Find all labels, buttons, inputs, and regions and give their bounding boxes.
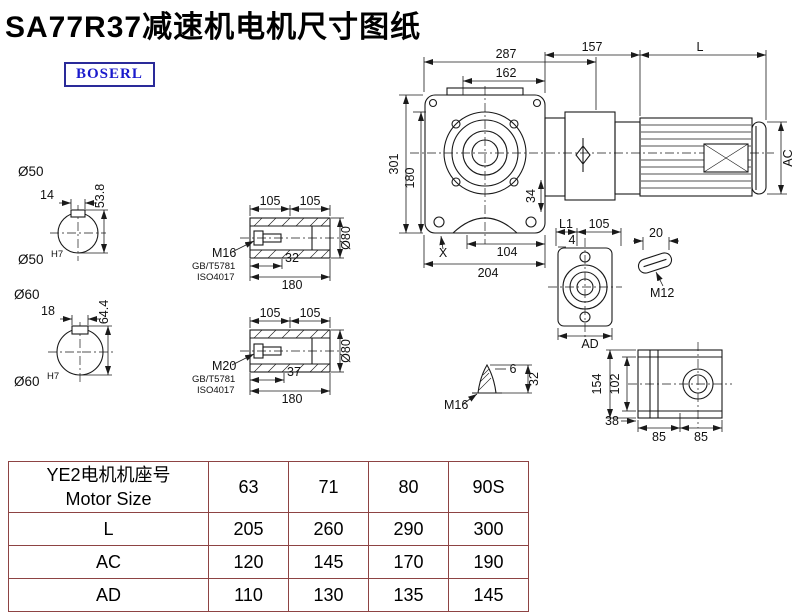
m16-dim-105b: 105 bbox=[300, 194, 321, 208]
table-row-L: L 205 260 290 300 bbox=[8, 512, 529, 546]
m20-dim-105b: 105 bbox=[300, 306, 321, 320]
cell-AC-90s: 190 bbox=[448, 545, 529, 579]
row-label-AC: AC bbox=[8, 545, 209, 579]
dim-162: 162 bbox=[496, 66, 517, 80]
cell-AD-80: 135 bbox=[368, 578, 449, 612]
dim-157: 157 bbox=[582, 40, 603, 54]
foot-dim-38: 38 bbox=[605, 414, 619, 428]
key-dim-20: 20 bbox=[649, 226, 663, 240]
shaft50-bore-tolerance: H7 bbox=[51, 249, 63, 260]
shaft60-key-height: 64.4 bbox=[97, 300, 111, 324]
main-assembly-view: 287 162 157 L 301 180 34 X 104 204 bbox=[387, 40, 795, 280]
m20-thread-label: M20 bbox=[212, 359, 236, 373]
dim-180-vertical: 180 bbox=[403, 168, 417, 189]
flange-dim-L1: L1 bbox=[559, 217, 573, 231]
cell-AC-63: 120 bbox=[208, 545, 289, 579]
hollow-shaft-view-m20: 105 105 M20 GB/T5781 ISO4017 37 180 Ø80 bbox=[192, 306, 353, 406]
m16-thread-depth: 32 bbox=[285, 251, 299, 265]
table-header-en: Motor Size bbox=[65, 489, 152, 509]
page-title: SA77R37减速机电机尺寸图纸 bbox=[5, 11, 422, 44]
foot-dim-85a: 85 bbox=[652, 430, 666, 444]
m20-dim-105a: 105 bbox=[260, 306, 281, 320]
m20-diameter: Ø80 bbox=[339, 339, 353, 363]
table-header-cell: YE2电机机座号 Motor Size bbox=[8, 461, 209, 513]
plug-thread-label: M16 bbox=[444, 398, 468, 412]
flange-dim-4: 4 bbox=[569, 233, 576, 247]
table-row-AD: AD 110 130 135 145 bbox=[8, 578, 529, 612]
shaft50-diameter-label: Ø50 bbox=[18, 164, 44, 179]
dim-104: 104 bbox=[497, 245, 518, 259]
table-size-90s: 90S bbox=[448, 461, 529, 513]
table-size-80: 80 bbox=[368, 461, 449, 513]
m20-standard-2: ISO4017 bbox=[197, 385, 235, 396]
row-label-L: L bbox=[8, 512, 209, 546]
table-header-cn: YE2电机机座号 bbox=[46, 465, 171, 485]
m16-dim-105a: 105 bbox=[260, 194, 281, 208]
dim-L: L bbox=[697, 40, 704, 54]
shaft50-key-width: 14 bbox=[40, 188, 54, 202]
cell-L-71: 260 bbox=[288, 512, 369, 546]
foot-dim-102: 102 bbox=[608, 374, 622, 395]
foot-dim-85b: 85 bbox=[694, 430, 708, 444]
key-detail-view: 20 M12 bbox=[633, 226, 679, 300]
cell-AD-71: 130 bbox=[288, 578, 369, 612]
motor-size-table: YE2电机机座号 Motor Size 63 71 80 90S L 205 2… bbox=[8, 461, 529, 612]
m20-standard-1: GB/T5781 bbox=[192, 374, 235, 385]
cell-AC-80: 170 bbox=[368, 545, 449, 579]
plug-dim-32: 32 bbox=[527, 372, 541, 386]
cell-L-90s: 300 bbox=[448, 512, 529, 546]
m16-length: 180 bbox=[282, 278, 303, 292]
label-X: X bbox=[439, 246, 448, 260]
output-flange-view: L1 105 4 AD bbox=[548, 217, 622, 351]
cell-AD-63: 110 bbox=[208, 578, 289, 612]
foot-dim-154: 154 bbox=[590, 374, 604, 395]
table-size-71: 71 bbox=[288, 461, 369, 513]
technical-drawing: 287 162 157 L 301 180 34 X 104 204 bbox=[14, 40, 795, 444]
flange-dim-105: 105 bbox=[589, 217, 610, 231]
shaft-view-50: Ø50 14 53.8 Ø50 H7 bbox=[18, 164, 108, 267]
brand-logo: BOSERL bbox=[64, 62, 155, 87]
hollow-shaft-view-m16: 105 105 M16 GB/T5781 ISO4017 32 180 Ø80 bbox=[192, 194, 353, 292]
dim-AC: AC bbox=[781, 149, 795, 166]
foot-view: 154 102 38 85 85 bbox=[590, 342, 732, 444]
dim-287: 287 bbox=[496, 47, 517, 61]
shaft60-key-width: 18 bbox=[41, 304, 55, 318]
flange-dim-AD: AD bbox=[581, 337, 598, 351]
m20-thread-depth: 37 bbox=[287, 365, 301, 379]
table-row-AC: AC 120 145 170 190 bbox=[8, 545, 529, 579]
shaft50-bore-label: Ø50 bbox=[18, 252, 44, 267]
m16-thread-label: M16 bbox=[212, 246, 236, 260]
shaft-view-60: Ø60 18 64.4 Ø60 H7 bbox=[14, 287, 114, 389]
shaft50-key-height: 53.8 bbox=[93, 184, 107, 208]
shaft60-bore-label: Ø60 bbox=[14, 374, 40, 389]
shaft60-diameter-label: Ø60 bbox=[14, 287, 40, 302]
dim-34: 34 bbox=[524, 189, 538, 203]
dim-204: 204 bbox=[478, 266, 499, 280]
plug-detail-view: 6 32 M16 bbox=[444, 362, 541, 412]
dim-301: 301 bbox=[387, 154, 401, 175]
m16-standard-1: GB/T5781 bbox=[192, 261, 235, 272]
cell-L-63: 205 bbox=[208, 512, 289, 546]
cell-AD-90s: 145 bbox=[448, 578, 529, 612]
shaft60-bore-tolerance: H7 bbox=[47, 371, 59, 382]
m16-standard-2: ISO4017 bbox=[197, 272, 235, 283]
table-size-63: 63 bbox=[208, 461, 289, 513]
cell-AC-71: 145 bbox=[288, 545, 369, 579]
table-header-row: YE2电机机座号 Motor Size 63 71 80 90S bbox=[8, 461, 529, 513]
cell-L-80: 290 bbox=[368, 512, 449, 546]
key-thread-label: M12 bbox=[650, 286, 674, 300]
row-label-AD: AD bbox=[8, 578, 209, 612]
plug-dim-6: 6 bbox=[510, 362, 517, 376]
m20-length: 180 bbox=[282, 392, 303, 406]
m16-diameter: Ø80 bbox=[339, 226, 353, 250]
